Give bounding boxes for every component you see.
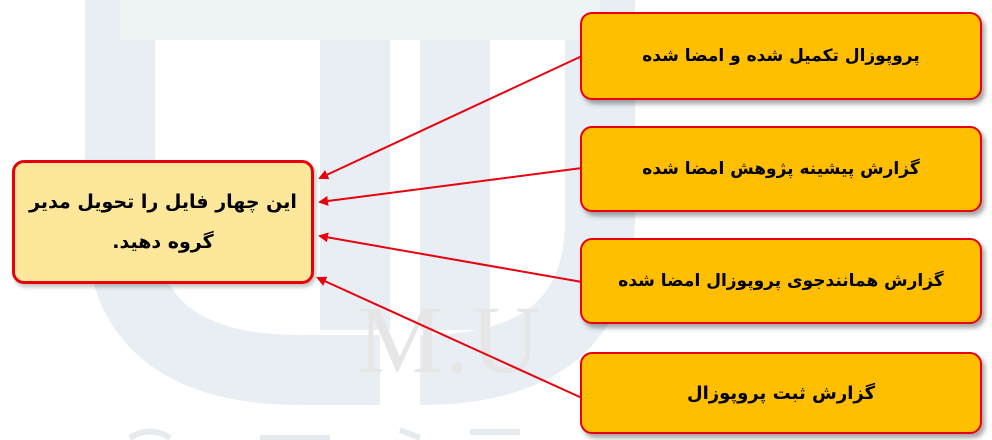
target-text-3: گزارش همانندجوی پروپوزال امضا شده [618, 271, 944, 291]
target-text-2: گزارش پیشینه پژوهش امضا شده [642, 159, 920, 179]
source-box: این چهار فایل را تحویل مدیر گروه دهید. [12, 160, 314, 284]
arrow-3 [318, 232, 583, 283]
arrow-1 [318, 55, 583, 180]
target-text-4: گزارش ثبت پروپوزال [686, 382, 876, 404]
source-text: این چهار فایل را تحویل مدیر گروه دهید. [29, 191, 297, 253]
target-box-2: گزارش پیشینه پژوهش امضا شده [580, 126, 982, 212]
arrow-2 [318, 167, 583, 206]
target-text-1: پروپوزال تکمیل شده و امضا شده [642, 46, 920, 66]
target-box-1: پروپوزال تکمیل شده و امضا شده [580, 12, 982, 100]
watermark-text: M.U [357, 286, 543, 393]
target-box-3: گزارش همانندجوی پروپوزال امضا شده [580, 238, 982, 324]
arrow-4 [316, 276, 583, 399]
target-box-4: گزارش ثبت پروپوزال [580, 352, 982, 434]
